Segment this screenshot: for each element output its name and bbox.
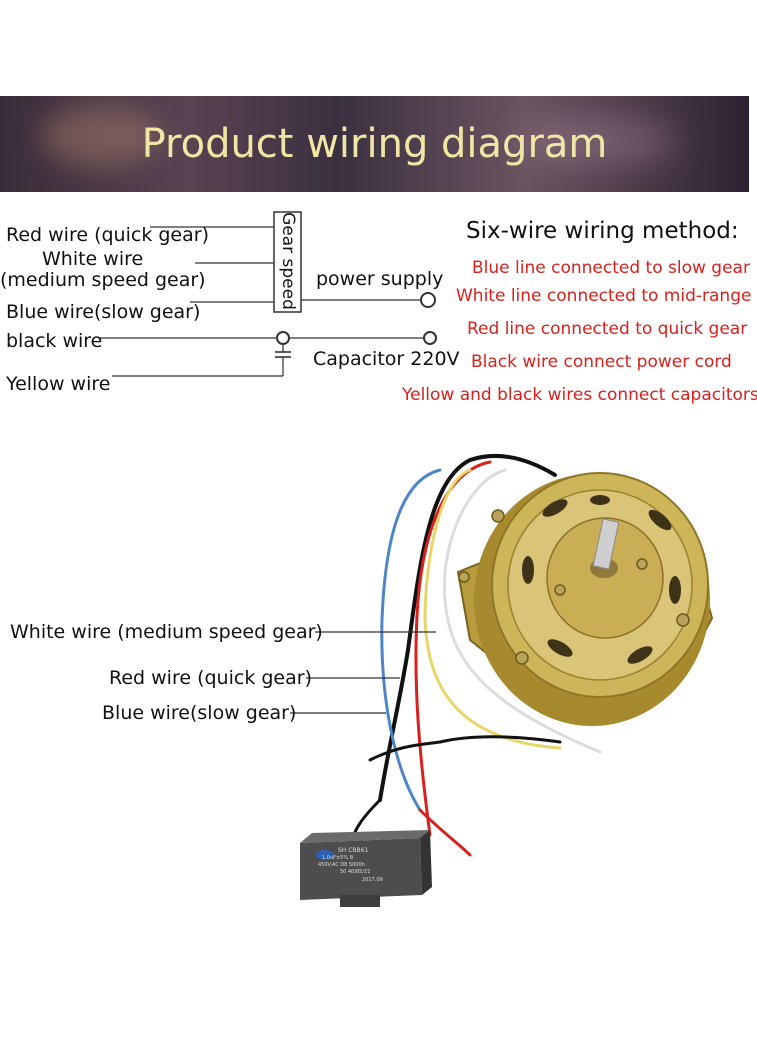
motor-wires bbox=[350, 453, 602, 857]
power-terminal bbox=[420, 292, 436, 308]
capacitor-text-5: 2017.09 bbox=[362, 877, 383, 883]
method-item: White line connected to mid-range bbox=[456, 286, 752, 306]
black-wire-label: black wire bbox=[6, 330, 103, 352]
capacitor-text-2: 1.0uF±5% B bbox=[322, 855, 354, 861]
power-terminal-2 bbox=[423, 331, 437, 345]
capacitor-text-3: 450V.AC D8 5000h bbox=[318, 862, 365, 868]
banner-title: Product wiring diagram bbox=[141, 121, 608, 167]
gear-speed-box bbox=[273, 211, 302, 313]
banner-light bbox=[40, 106, 160, 166]
method-item: Red line connected to quick gear bbox=[467, 319, 748, 339]
black-node bbox=[276, 331, 290, 345]
photo-blue-wire-label: Blue wire(slow gear) bbox=[102, 702, 297, 724]
method-item: Black wire connect power cord bbox=[471, 352, 732, 372]
photo-white-wire-label: White wire (medium speed gear) bbox=[10, 621, 323, 643]
yellow-wire-label: Yellow wire bbox=[6, 373, 111, 395]
white-wire-label-2: (medium speed gear) bbox=[0, 269, 206, 291]
red-wire-label: Red wire (quick gear) bbox=[6, 224, 209, 246]
capacitor-label: Capacitor 220V bbox=[313, 348, 460, 370]
white-wire-label: White wire bbox=[42, 248, 144, 270]
banner: Product wiring diagram bbox=[0, 96, 749, 192]
photo-red-wire-label: Red wire (quick gear) bbox=[109, 667, 312, 689]
capacitor-text-4: 50 40/85/21 bbox=[340, 869, 371, 875]
method-item: Blue line connected to slow gear bbox=[472, 258, 750, 278]
capacitor-illustration bbox=[300, 830, 432, 907]
method-title: Six-wire wiring method: bbox=[466, 218, 739, 244]
motor-illustration bbox=[456, 472, 714, 726]
power-supply-label: power supply bbox=[316, 268, 444, 290]
blue-wire-label: Blue wire(slow gear) bbox=[6, 301, 201, 323]
capacitor-text-1: SH CBB61 bbox=[338, 847, 369, 854]
method-item: Yellow and black wires connect capacitor… bbox=[402, 385, 757, 405]
banner-light bbox=[520, 116, 680, 166]
gear-speed-label: Gear speed bbox=[278, 212, 298, 310]
